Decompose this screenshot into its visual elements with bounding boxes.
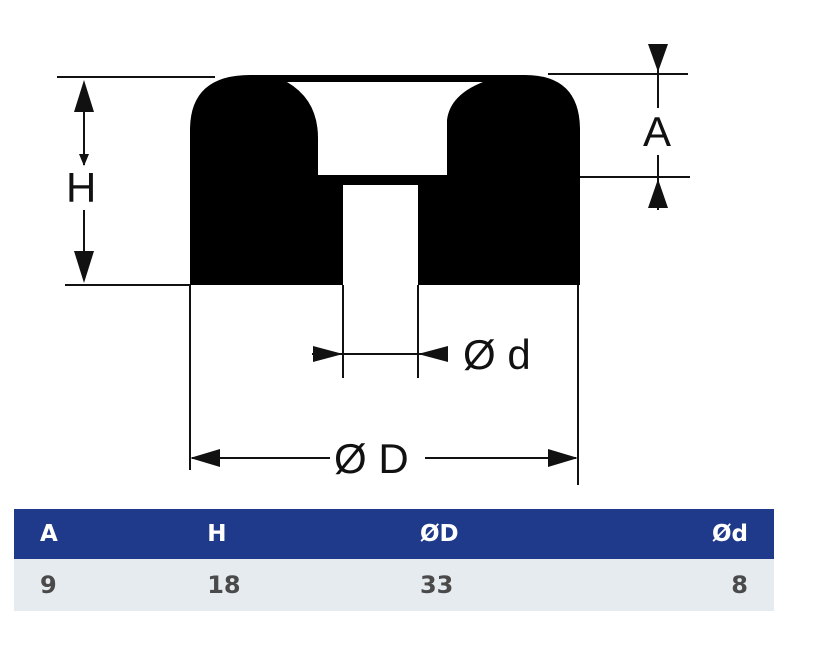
- height-label: H: [66, 164, 96, 211]
- profile-diagram: H A Ø d Ø D: [57, 44, 690, 485]
- col-header-inner-diameter: Ød: [711, 521, 748, 547]
- depth-a-dimension: [648, 44, 668, 210]
- cell-inner-diameter: 8: [731, 571, 748, 599]
- height-dimension: [74, 80, 94, 283]
- cell-a: 9: [40, 571, 57, 599]
- bumper-profile-shape: [190, 75, 580, 285]
- dimension-table: A H ØD Ød 9 18 33 8: [14, 509, 774, 611]
- cell-h: 18: [207, 571, 241, 599]
- col-header-a: A: [40, 521, 58, 547]
- outer-diameter-label: Ø D: [334, 435, 409, 482]
- inner-diameter-dimension: [312, 346, 448, 362]
- col-header-outer-diameter: ØD: [419, 521, 459, 547]
- depth-a-label: A: [643, 108, 671, 155]
- col-header-h: H: [207, 521, 227, 547]
- cell-outer-diameter: 33: [419, 571, 454, 599]
- inner-diameter-label: Ø d: [463, 331, 531, 378]
- table-header-row: A H ØD Ød: [14, 509, 774, 559]
- outer-diameter-dimension: [190, 449, 578, 467]
- table-row: 9 18 33 8: [14, 559, 774, 611]
